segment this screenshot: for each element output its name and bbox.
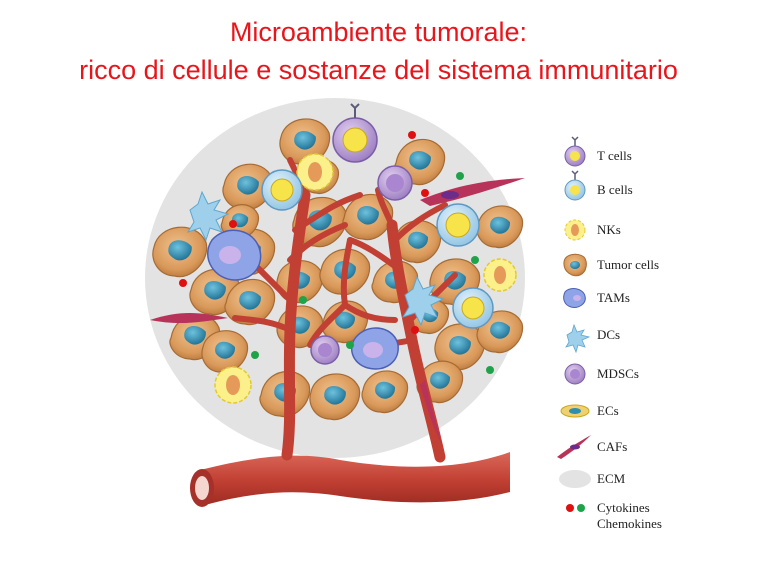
tumor-cell [476, 205, 524, 249]
ecm-icon [559, 470, 591, 488]
tumor-cell [309, 373, 361, 421]
caf-icon [557, 435, 591, 459]
legend-label: Tumor cells [597, 257, 659, 272]
dc-icon [565, 323, 591, 354]
legend-icons [557, 136, 591, 512]
tam-icon [563, 288, 586, 308]
legend-label: MDSCs [597, 366, 639, 381]
cytokine-chemokine-dots [179, 131, 494, 374]
tumor-cell [224, 278, 276, 326]
cytokine-dots-icon [566, 504, 585, 512]
title-line-2: ricco di cellule e sostanze del sistema … [79, 55, 678, 85]
legend-label: T cells [597, 148, 632, 163]
legend-label: NKs [597, 222, 621, 237]
t-cell-icon [564, 136, 586, 167]
legend-label: ECs [597, 403, 619, 418]
legend-label: Cytokines [597, 500, 650, 515]
legend-label: DCs [597, 327, 621, 342]
ec-icon [560, 404, 590, 418]
nk-cells [214, 153, 517, 404]
title-line-1: Microambiente tumorale: [229, 17, 528, 47]
tumor-cell [201, 330, 249, 374]
b-cell-icon [564, 170, 586, 201]
legend-label: CAFs [597, 439, 628, 454]
nk-cell-icon [564, 219, 586, 241]
legend-label: ECM [597, 471, 626, 486]
tumor-cell [222, 163, 274, 211]
tam-cells [207, 229, 399, 370]
tumor-cell-icon [563, 253, 587, 277]
tumor-cell [279, 118, 331, 166]
legend-label: B cells [597, 182, 633, 197]
dendritic-cells [186, 190, 445, 327]
lymphocytes [261, 103, 494, 329]
tumor-cell [361, 370, 409, 414]
legend-label: TAMs [597, 290, 630, 305]
blood-vessel [190, 157, 510, 507]
mdsc-icon [564, 363, 586, 385]
mdsc-cells [310, 165, 413, 365]
legend-label: Chemokines [597, 516, 662, 531]
tumor-cell [152, 226, 208, 278]
caf-cells [150, 178, 525, 445]
